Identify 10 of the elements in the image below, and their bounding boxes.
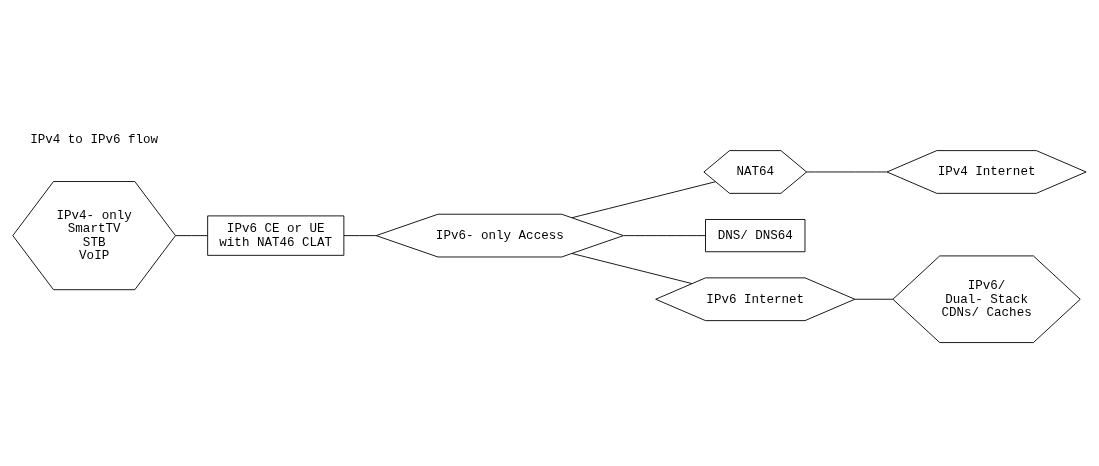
connector xyxy=(343,235,377,237)
connector xyxy=(571,181,716,219)
node-box: IPv6 CE or UE with NAT46 CLAT xyxy=(207,215,345,256)
connector xyxy=(623,235,706,237)
connector xyxy=(806,171,888,173)
connector xyxy=(175,235,208,237)
connector xyxy=(571,253,693,284)
label: IPv4 to IPv6 flow xyxy=(30,133,159,148)
node-box: DNS/ DNS64 xyxy=(705,219,806,253)
connector xyxy=(854,298,894,300)
